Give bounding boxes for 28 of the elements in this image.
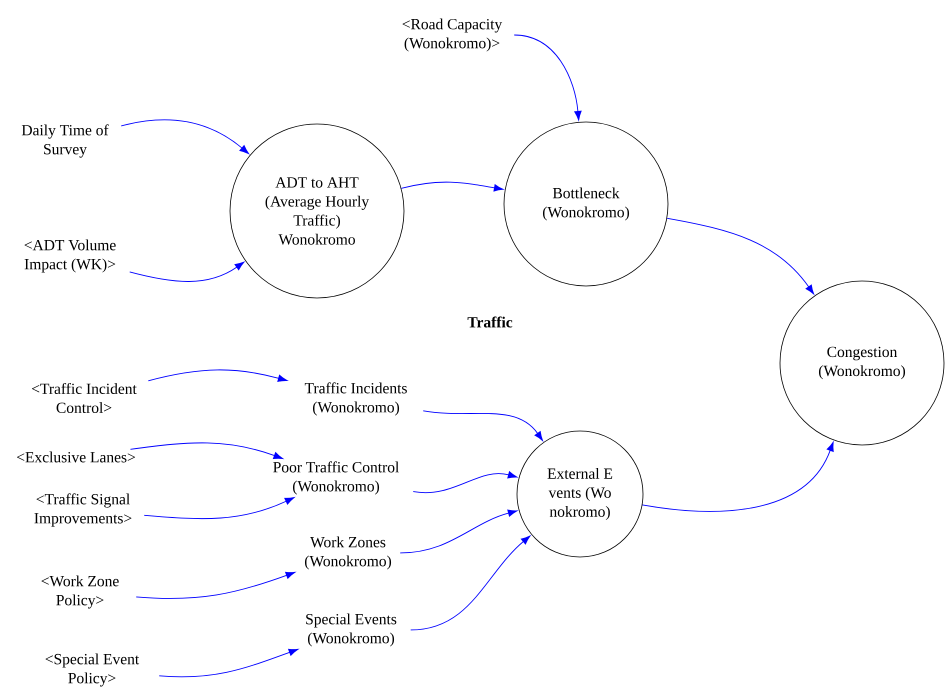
arrow [400, 182, 504, 192]
variable-name: <Traffic Incident Control> [32, 382, 137, 414]
variable-name: Traffic Incidents (Wonokromo) [304, 382, 407, 416]
view-title: Traffic [468, 316, 512, 328]
arrow [144, 497, 294, 520]
arrow [136, 572, 296, 599]
variable-name: <Road Capacity (Wonokromo)> [402, 18, 502, 52]
variable-name: Poor Traffic Control (Wonokromo) [273, 461, 399, 495]
arrow [666, 218, 814, 294]
variable-name: <Special Event Policy> [46, 653, 140, 687]
arrow [130, 442, 283, 460]
variable-name: <Work Zone Policy> [42, 575, 119, 609]
arrow [129, 262, 244, 282]
variable-name: <Exclusive Lanes> [17, 452, 136, 462]
arrow [514, 34, 582, 120]
arrow [120, 119, 250, 154]
variable-name: <Traffic Signal Improvements> [34, 493, 132, 527]
arrow [410, 536, 530, 630]
variable-name: Work Zones (Wonokromo) [304, 536, 392, 570]
arrow [642, 442, 834, 512]
arrow [400, 510, 518, 554]
variable-name: <ADT Volume Impact (WK)> [24, 239, 116, 272]
arrow [422, 410, 543, 441]
arrow [158, 648, 298, 678]
arrow [412, 471, 518, 494]
variable-name: Special Events (Wonokromo) [306, 613, 396, 646]
arrow [148, 369, 288, 382]
variable-name: Daily Time of Survey [22, 124, 109, 158]
